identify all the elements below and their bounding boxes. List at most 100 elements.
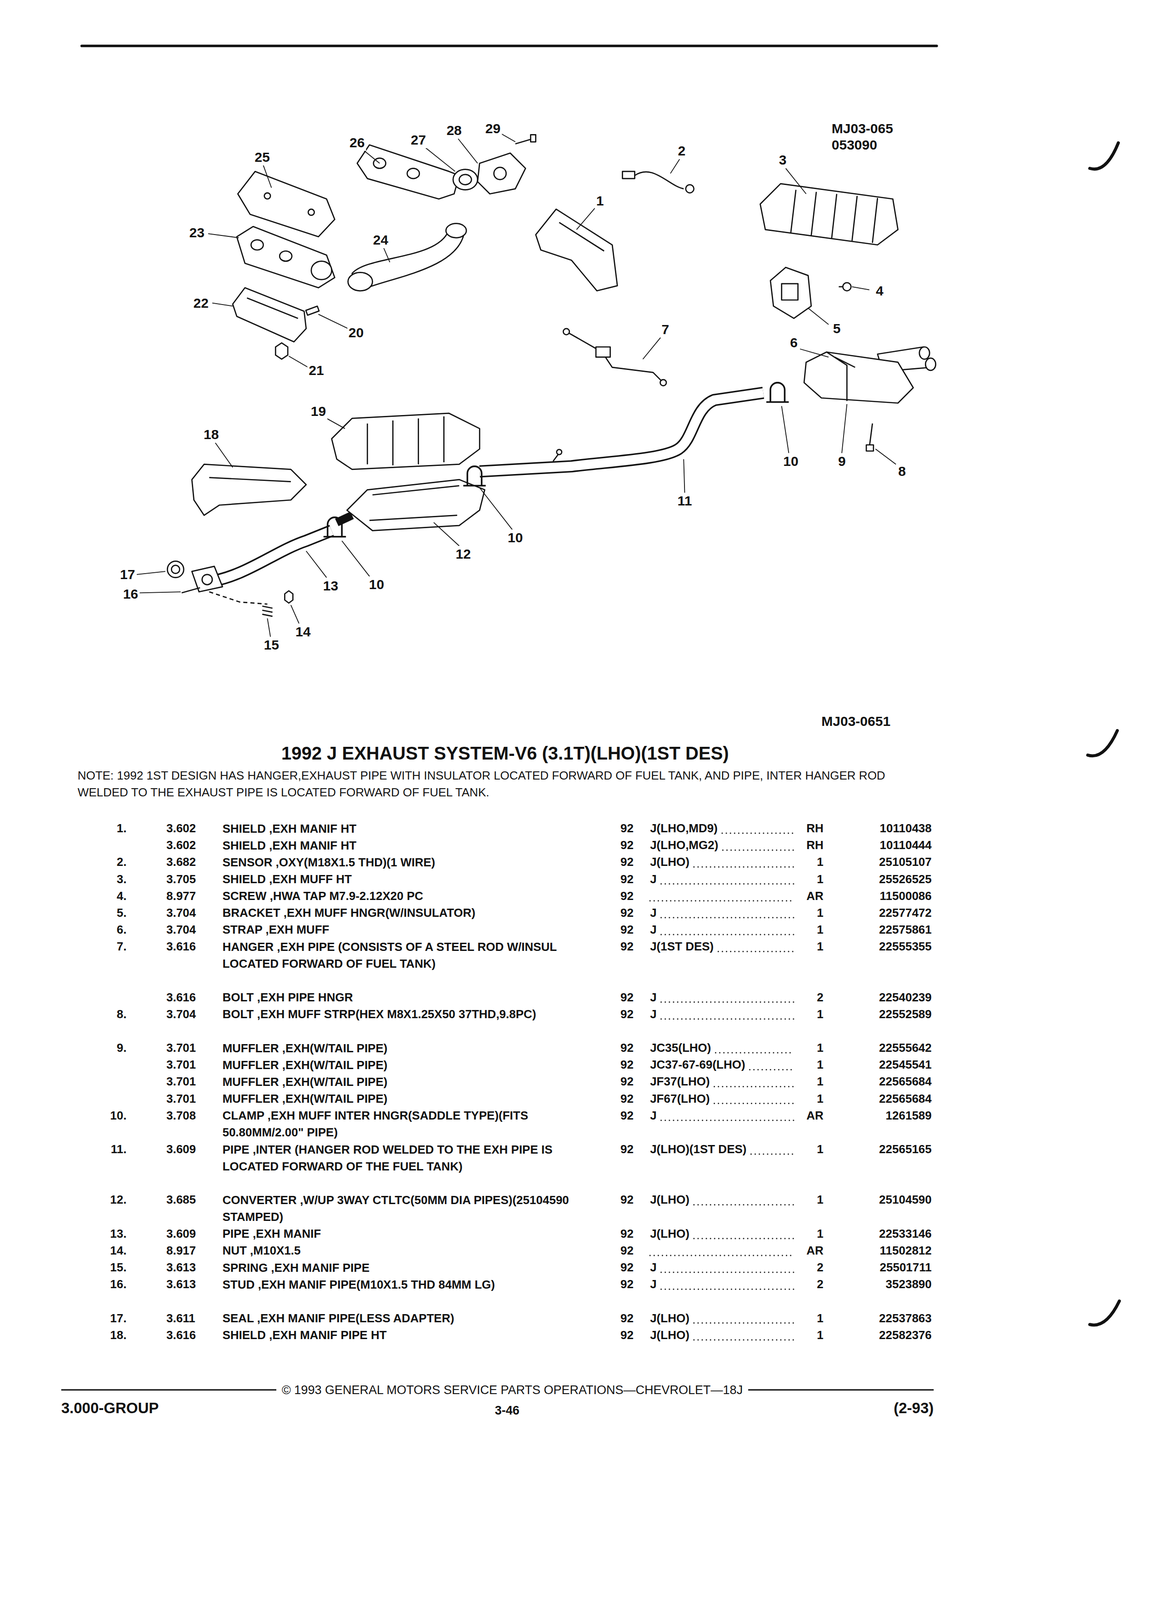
usage-code: JC35(LHO) [649, 1040, 711, 1055]
group-code: 3.611 [166, 1311, 196, 1326]
item-number: 13. [109, 1226, 127, 1241]
quantity: 2 [816, 1277, 824, 1292]
quantity: 1 [816, 1328, 824, 1343]
callout-number: 20 [347, 324, 365, 341]
quantity: 1 [816, 1226, 824, 1241]
usage-code: JF37(LHO) [649, 1074, 710, 1090]
dot-leader [714, 1102, 795, 1105]
part-description: NUT ,M10X1.5 [222, 1242, 595, 1259]
callout-number: 10 [367, 576, 386, 593]
dot-leader [661, 1271, 795, 1274]
model-year: 92 [620, 821, 634, 836]
part-description: SHIELD ,EXH MANIF HT [222, 837, 595, 855]
group-code: 3.701 [166, 1091, 196, 1106]
quantity: 1 [816, 939, 824, 955]
callout-number: 10 [781, 453, 800, 470]
part-description: BRACKET ,EXH MUFF HNGR(W/INSULATOR) [222, 904, 595, 922]
quantity: RH [806, 821, 824, 836]
part-number: 3523890 [885, 1277, 932, 1292]
dot-leader [750, 1153, 794, 1155]
model-year: 92 [620, 838, 634, 853]
usage-code: J [649, 905, 657, 920]
dot-leader [649, 1254, 795, 1256]
usage-code: J [649, 1108, 657, 1123]
part-description: MUFFLER ,EXH(W/TAIL PIPE) [222, 1056, 595, 1074]
callout-number: 25 [253, 149, 271, 166]
part-number: 22537863 [879, 1311, 932, 1326]
part-number: 25501711 [879, 1260, 932, 1275]
part-number: 25104590 [879, 1193, 932, 1208]
figure-code: MJ03-065 [831, 120, 894, 137]
part-description: HANGER ,EXH PIPE (CONSISTS OF A STEEL RO… [222, 938, 595, 973]
callout-number: 9 [836, 453, 848, 470]
model-year: 92 [620, 1193, 634, 1208]
usage-code: J(LHO) [649, 1328, 690, 1343]
quantity: 2 [816, 990, 824, 1005]
part-number: 10110438 [879, 821, 932, 836]
dot-leader [694, 1237, 795, 1239]
group-code: 3.616 [166, 939, 196, 955]
callout-number: 22 [192, 294, 210, 312]
part-description: BOLT ,EXH PIPE HNGR [222, 989, 595, 1006]
model-year: 92 [620, 1058, 634, 1073]
usage-code: J [649, 872, 657, 887]
item-number: 11. [110, 1142, 127, 1157]
item-number: 16. [109, 1277, 127, 1292]
part-number: 10110444 [879, 838, 932, 853]
quantity: 1 [816, 1193, 824, 1208]
part-number: 22545541 [879, 1058, 932, 1073]
part-description: STUD ,EXH MANIF PIPE(M10X1.5 THD 84MM LG… [222, 1276, 595, 1294]
part-number: 22577472 [879, 905, 932, 920]
note-text: NOTE: 1992 1ST DESIGN HAS HANGER,EXHAUST… [77, 767, 924, 801]
model-year: 92 [620, 939, 634, 955]
callout-number: 4 [874, 282, 885, 300]
part-number: 22582376 [879, 1328, 932, 1343]
model-year: 92 [620, 1108, 634, 1123]
callout-number: 14 [294, 623, 312, 640]
group-code: 3.704 [166, 905, 196, 920]
model-year: 92 [620, 855, 634, 870]
callout-number: 23 [188, 224, 206, 241]
model-year: 92 [620, 990, 634, 1005]
group-code: 3.613 [166, 1277, 196, 1292]
callout-number: 16 [121, 585, 140, 603]
item-number: 3. [116, 872, 127, 887]
dot-leader [661, 933, 795, 935]
group-code: 8.977 [166, 889, 196, 904]
group-code: 3.616 [166, 1328, 196, 1343]
dot-leader [661, 1288, 795, 1290]
usage-code: J(LHO)(1ST DES) [649, 1142, 747, 1157]
figure-code: MJ03-0651 [821, 713, 891, 730]
group-code: 3.609 [166, 1142, 196, 1157]
part-number: 11502812 [879, 1243, 932, 1258]
part-description: SPRING ,EXH MANIF PIPE [222, 1259, 595, 1277]
part-description: PIPE ,INTER (HANGER ROD WELDED TO THE EX… [222, 1141, 595, 1175]
section-code: 3.000-GROUP [61, 1398, 160, 1418]
item-number: 4. [116, 889, 127, 904]
usage-code: JC37-67-69(LHO) [649, 1058, 746, 1073]
item-number: 2. [116, 855, 127, 870]
item-number: 18. [109, 1328, 127, 1343]
group-code: 3.701 [166, 1074, 196, 1090]
dot-leader [722, 849, 794, 851]
item-number: 7. [116, 939, 127, 955]
callout-number: 15 [262, 636, 281, 654]
part-description: MUFFLER ,EXH(W/TAIL PIPE) [222, 1073, 595, 1091]
dot-leader [694, 866, 795, 868]
callout-number: 10 [506, 529, 525, 546]
callout-number: 13 [321, 577, 340, 595]
model-year: 92 [620, 1091, 634, 1106]
part-description: CLAMP ,EXH MUFF INTER HNGR(SADDLE TYPE)(… [222, 1107, 595, 1141]
part-description: SHIELD ,EXH MUFF HT [222, 870, 595, 888]
part-number: 1261589 [885, 1108, 932, 1123]
quantity: 1 [816, 1007, 824, 1022]
quantity: 2 [816, 1260, 824, 1275]
part-number: 22565165 [879, 1142, 932, 1157]
usage-code: J(LHO,MD9) [649, 821, 718, 836]
quantity: 1 [816, 1058, 824, 1073]
group-code: 3.701 [166, 1058, 196, 1073]
model-year: 92 [620, 1040, 634, 1055]
callout-number: 12 [454, 545, 473, 563]
